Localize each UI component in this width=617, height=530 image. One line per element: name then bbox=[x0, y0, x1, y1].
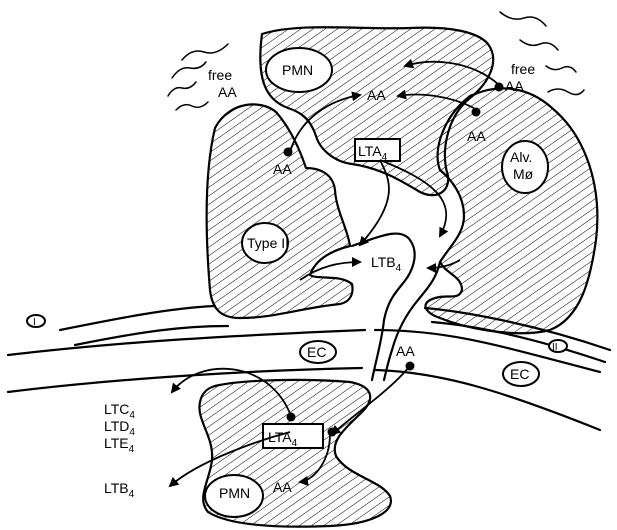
label-aa-ec: AA bbox=[396, 343, 415, 359]
label-ec-right: EC bbox=[510, 366, 529, 382]
label-mo: Mø bbox=[513, 166, 534, 182]
label-aa-pmn-top: AA bbox=[367, 87, 386, 103]
label-aa-macrophage: AA bbox=[467, 128, 486, 144]
label-alv: Alv. bbox=[510, 149, 532, 165]
junction-oval-left bbox=[27, 315, 45, 327]
label-type-ii: Type II bbox=[247, 235, 289, 251]
label-ltb-bottom: LTB4 bbox=[104, 480, 135, 500]
label-pmn-top: PMN bbox=[282, 62, 313, 78]
label-junction-left: I bbox=[33, 317, 36, 328]
label-lte: LTE4 bbox=[104, 435, 135, 455]
label-aa-pmn-bottom: AA bbox=[273, 479, 292, 495]
label-aa-free-left: AA bbox=[218, 84, 237, 100]
label-junction-right: II bbox=[552, 342, 558, 353]
label-ec-left: EC bbox=[307, 344, 326, 360]
label-free-left: free bbox=[208, 67, 232, 83]
label-aa-type-ii: AA bbox=[273, 161, 292, 177]
label-aa-free-right: AA bbox=[505, 78, 524, 94]
label-pmn-bottom: PMN bbox=[219, 485, 250, 501]
label-free-right: free bbox=[511, 61, 535, 77]
label-ltb-center: LTB4 bbox=[371, 254, 402, 274]
